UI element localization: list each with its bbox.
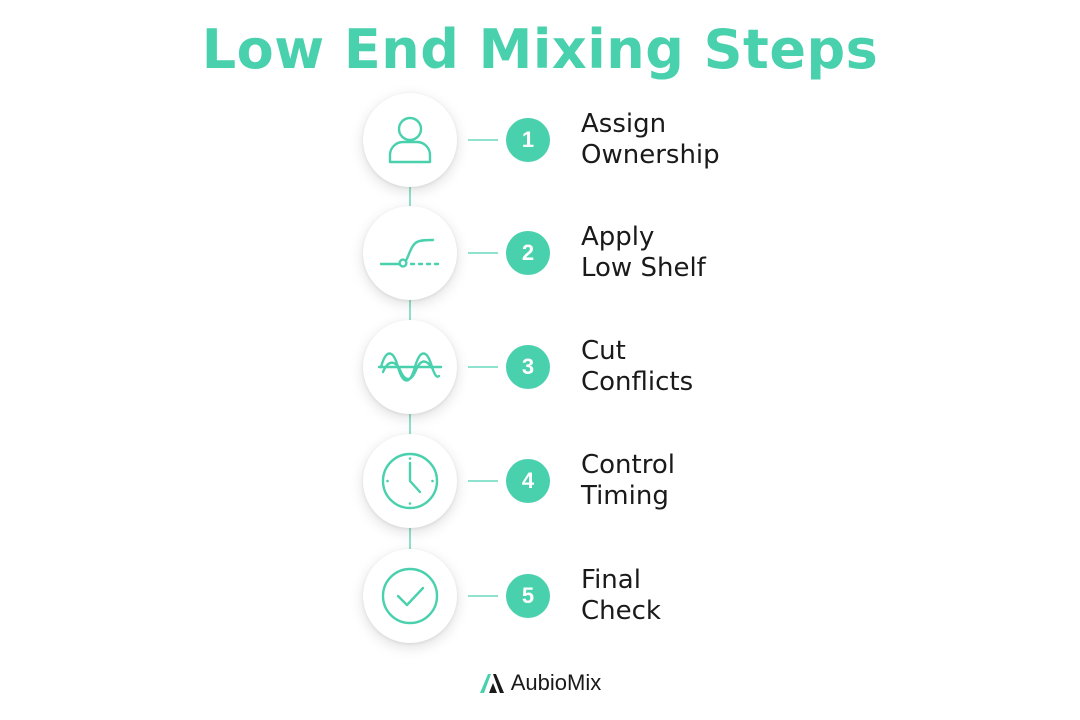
step-connector bbox=[468, 595, 498, 597]
step-label-line1: Apply bbox=[581, 222, 655, 252]
step-number-badge: 1 bbox=[506, 118, 550, 162]
step-label: Apply Low Shelf bbox=[581, 222, 706, 284]
waveform-icon bbox=[377, 352, 443, 382]
step-label-line2: Timing bbox=[581, 481, 669, 511]
step-number-badge: 4 bbox=[506, 459, 550, 503]
check-circle-icon bbox=[381, 567, 439, 625]
step-connector bbox=[468, 139, 498, 141]
step-label-line1: Control bbox=[581, 450, 675, 480]
user-icon bbox=[388, 116, 432, 164]
step-number-badge: 2 bbox=[506, 231, 550, 275]
step-icon-circle bbox=[363, 206, 457, 300]
step-2: 2 Apply Low Shelf bbox=[0, 203, 1080, 303]
step-label-line1: Final bbox=[581, 565, 641, 595]
low-shelf-eq-icon bbox=[379, 238, 440, 268]
step-number-badge: 5 bbox=[506, 574, 550, 618]
step-label-line2: Conflicts bbox=[581, 367, 694, 397]
aubiomix-logo-icon bbox=[479, 674, 504, 693]
brand: AubioMix bbox=[0, 670, 1080, 696]
step-connector bbox=[468, 252, 498, 254]
step-label: Assign Ownership bbox=[581, 109, 720, 171]
step-label-line2: Ownership bbox=[581, 140, 720, 170]
step-label-line1: Cut bbox=[581, 336, 626, 366]
step-5: 5 Final Check bbox=[0, 546, 1080, 646]
step-connector bbox=[468, 480, 498, 482]
step-icon-circle bbox=[363, 434, 457, 528]
step-icon-circle bbox=[363, 93, 457, 187]
clock-icon bbox=[381, 452, 439, 510]
step-label-line1: Assign bbox=[581, 109, 667, 139]
step-3: 3 Cut Conflicts bbox=[0, 317, 1080, 417]
step-icon-circle bbox=[363, 549, 457, 643]
page-title: Low End Mixing Steps bbox=[201, 18, 879, 81]
step-connector bbox=[468, 366, 498, 368]
step-label-line2: Low Shelf bbox=[581, 253, 706, 283]
step-label-line2: Check bbox=[581, 596, 661, 626]
step-label: Cut Conflicts bbox=[581, 336, 693, 398]
step-label: Control Timing bbox=[581, 450, 675, 512]
brand-name: AubioMix bbox=[510, 670, 602, 695]
step-label: Final Check bbox=[581, 565, 661, 627]
step-4: 4 Control Timing bbox=[0, 431, 1080, 531]
step-icon-circle bbox=[363, 320, 457, 414]
step-1: 1 Assign Ownership bbox=[0, 90, 1080, 190]
step-number-badge: 3 bbox=[506, 345, 550, 389]
